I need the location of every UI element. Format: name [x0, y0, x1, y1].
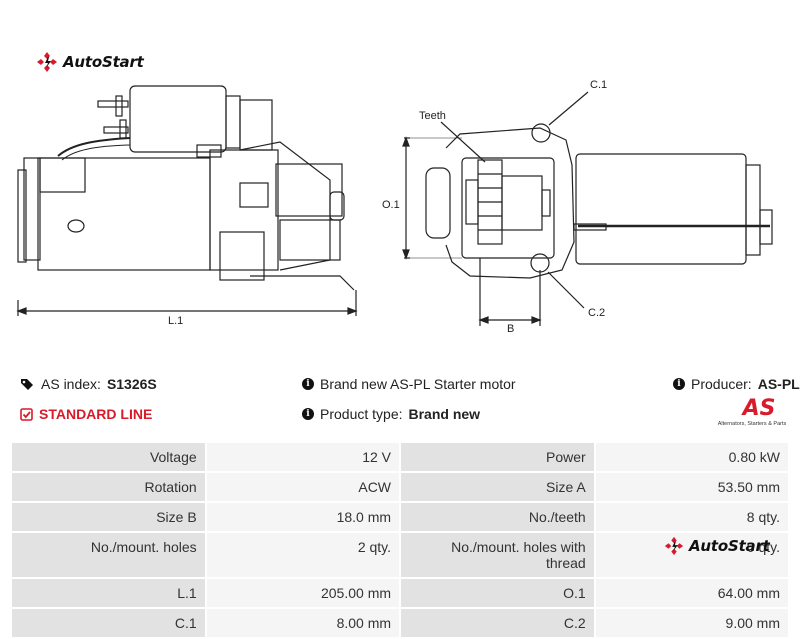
teeth-label: Teeth: [419, 110, 446, 122]
as-pl-tagline: Alternators, Starters & Parts: [717, 421, 787, 427]
motor-body: [17, 149, 279, 271]
spec-value: 0.80 kW: [595, 443, 788, 471]
producer-label: Producer:: [691, 376, 752, 392]
spec-label: Rotation: [12, 473, 205, 501]
as-pl-logo: AS Alternators, Starters & Parts: [712, 396, 792, 428]
autostart-logo-text: AutoStart: [63, 53, 144, 71]
spec-value: ACW: [206, 473, 400, 501]
terminal-studs: [97, 95, 129, 139]
spec-label: C.1: [12, 609, 205, 637]
spec-label: O.1: [401, 579, 594, 607]
spec-value: 12 V: [206, 443, 400, 471]
spec-value: 205.00 mm: [206, 579, 400, 607]
check-square-icon: [20, 407, 33, 421]
autostart-logo-icon: [37, 52, 57, 72]
as-index-label: AS index:: [41, 376, 101, 392]
autostart-logo: AutoStart: [36, 51, 144, 73]
spec-value: 53.50 mm: [595, 473, 788, 501]
spec-value: 64.00 mm: [595, 579, 788, 607]
spec-value: 8.00 mm: [206, 609, 400, 637]
as-index-value: S1326S: [106, 376, 157, 392]
spec-label: L.1: [12, 579, 205, 607]
solenoid: [129, 85, 273, 158]
description-row: i Brand new AS-PL Starter motor: [302, 376, 516, 392]
info-icon: i: [673, 378, 685, 390]
spec-value: 8 qty.: [595, 503, 788, 531]
l1-label: L.1: [168, 315, 183, 327]
standard-line-label: STANDARD LINE: [39, 406, 153, 422]
tags-icon: [21, 378, 33, 390]
motor-cylinder: [573, 153, 773, 265]
standard-line-row: STANDARD LINE: [20, 406, 152, 422]
as-index-row: AS index: S1326S: [20, 376, 157, 392]
spec-value: 18.0 mm: [206, 503, 400, 531]
c2-label: C.2: [588, 307, 605, 319]
spec-label: Size A: [401, 473, 594, 501]
spec-value: 9.00 mm: [595, 609, 788, 637]
autostart-logo-watermark: AutoStart: [664, 536, 770, 556]
info-icon: i: [302, 378, 314, 390]
autostart-logo-icon: [664, 536, 684, 556]
product-type-label: Product type:: [320, 406, 403, 422]
info-icon: i: [302, 408, 314, 420]
pinion-gear: [465, 159, 551, 245]
producer-row: i Producer: AS-PL: [673, 376, 800, 392]
producer-value: AS-PL: [757, 376, 800, 392]
product-type-value: Brand new: [408, 406, 481, 422]
spec-label: C.2: [401, 609, 594, 637]
mounting-flange: [425, 123, 575, 279]
spec-label: Size B: [12, 503, 205, 531]
drive-housing: [219, 141, 355, 291]
autostart-logo-text: AutoStart: [689, 537, 770, 555]
b-label: B: [507, 323, 514, 335]
c1-label: C.1: [590, 79, 607, 91]
spec-label: No./mount. holes: [12, 533, 205, 577]
spec-label: Voltage: [12, 443, 205, 471]
starter-motor-drawing: L.1 O.1 B Teeth C.1 C.2: [16, 79, 773, 335]
o1-label: O.1: [382, 199, 400, 211]
spec-label: No./teeth: [401, 503, 594, 531]
spec-label: No./mount. holes with thread: [401, 533, 594, 577]
spec-value: 2 qty.: [206, 533, 400, 577]
product-type-row: i Product type: Brand new: [302, 406, 480, 422]
spec-value: 0 qty.: [595, 533, 788, 577]
product-description: Brand new AS-PL Starter motor: [320, 376, 516, 392]
spec-label: Power: [401, 443, 594, 471]
as-pl-logo-mark: AS: [742, 396, 776, 421]
